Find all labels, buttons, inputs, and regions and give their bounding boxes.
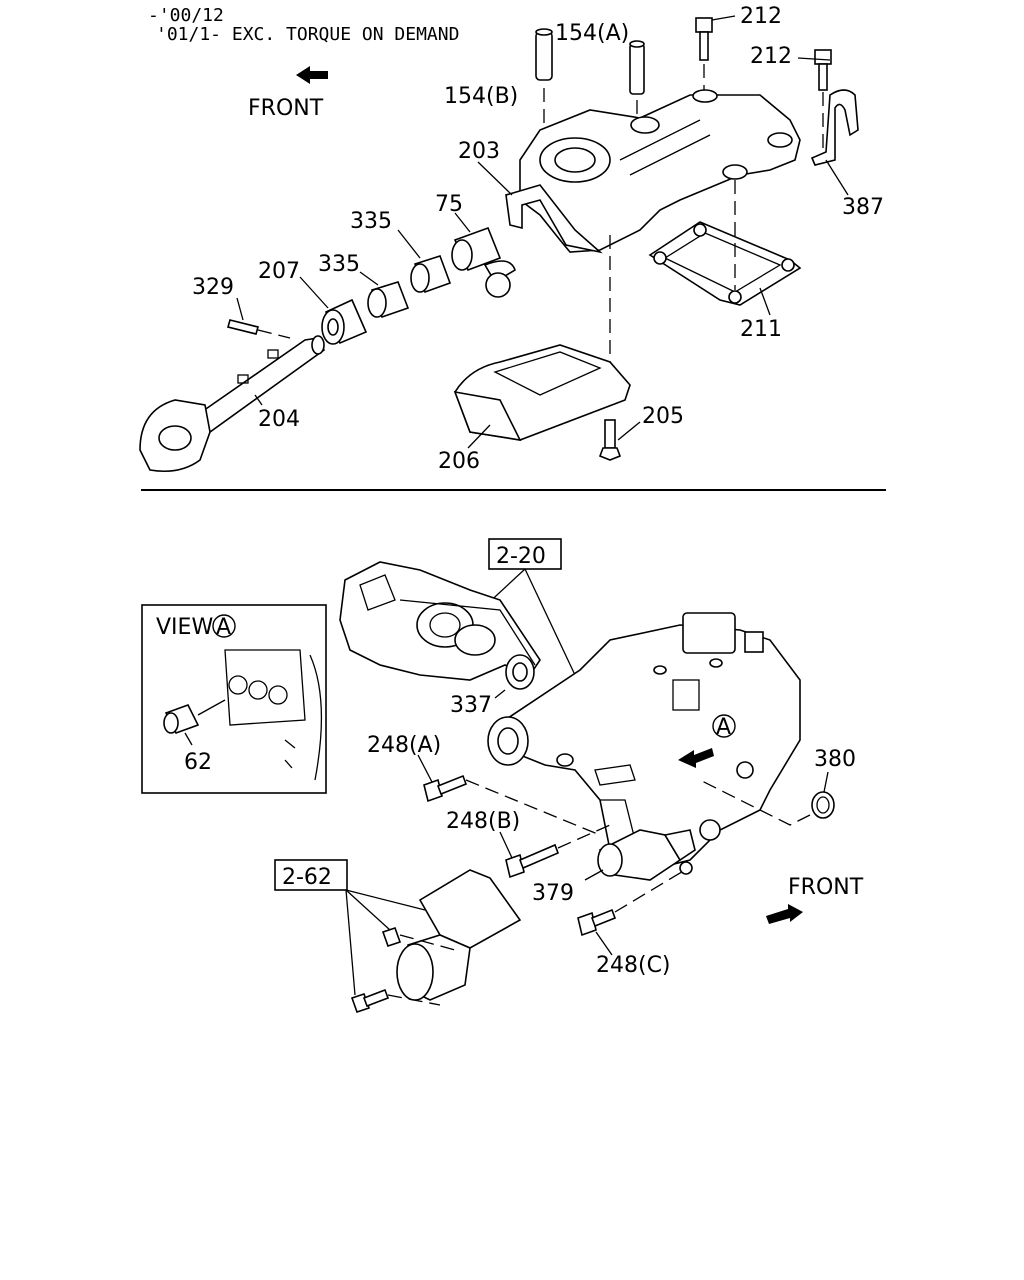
view-label: VIEW xyxy=(156,615,213,640)
label-62: 62 xyxy=(184,750,212,775)
bolt-248a xyxy=(423,774,468,803)
label-75: 75 xyxy=(435,192,463,217)
oring-380 xyxy=(811,791,835,819)
tray-206 xyxy=(453,344,631,442)
view-circle-letter: A xyxy=(216,615,231,640)
front-arrow-icon xyxy=(296,66,328,84)
sleeve-335-right xyxy=(410,255,452,294)
label-335-lower: 335 xyxy=(318,252,360,277)
seal-337 xyxy=(505,654,535,690)
marker-a-icon xyxy=(712,714,736,738)
bushing-75 xyxy=(451,226,516,298)
bolt-248c xyxy=(577,908,617,937)
front-arrow-inner-icon xyxy=(678,748,714,768)
bolt-205 xyxy=(598,419,622,461)
label-248c: 248(C) xyxy=(596,953,671,978)
bracket-387 xyxy=(810,89,859,166)
header-line-2: '01/1- EXC. TORQUE ON DEMAND xyxy=(156,24,459,45)
label-211: 211 xyxy=(740,317,782,342)
label-329: 329 xyxy=(192,275,234,300)
pin-154b xyxy=(535,28,553,81)
label-335-upper: 335 xyxy=(350,209,392,234)
gasket-211 xyxy=(648,221,802,306)
view-a-inset xyxy=(141,604,327,794)
label-205: 205 xyxy=(642,404,684,429)
header-line-1: -'00/12 xyxy=(148,5,224,26)
label-337: 337 xyxy=(450,693,492,718)
sleeve-335-left xyxy=(367,281,410,319)
transfer-case-main xyxy=(487,612,801,871)
front-label-top: FRONT xyxy=(248,96,324,121)
bearing-207 xyxy=(321,298,368,345)
label-203: 203 xyxy=(458,139,500,164)
label-212-mid: 212 xyxy=(750,44,792,69)
label-154a: 154(A) xyxy=(555,21,629,46)
transmission-case xyxy=(339,561,541,681)
actuator-379 xyxy=(597,829,696,881)
label-248a: 248(A) xyxy=(367,733,441,758)
label-212-top: 212 xyxy=(740,4,782,29)
marker-a-letter: A xyxy=(716,715,731,740)
pin-329 xyxy=(227,319,259,335)
label-207: 207 xyxy=(258,259,300,284)
cover-203 xyxy=(505,89,801,254)
bolt-212-right xyxy=(814,49,832,91)
label-380: 380 xyxy=(814,747,856,772)
front-arrow-bottom-icon xyxy=(766,904,803,924)
front-label-bottom: FRONT xyxy=(788,875,864,900)
bolt-212-left xyxy=(695,17,713,61)
label-379: 379 xyxy=(532,881,574,906)
label-248b: 248(B) xyxy=(446,809,520,834)
bolt-248b xyxy=(505,843,560,879)
ref-box-2-20-label: 2-20 xyxy=(496,544,546,569)
label-154b: 154(B) xyxy=(444,84,518,109)
view-circle-icon xyxy=(212,614,236,638)
label-206: 206 xyxy=(438,449,480,474)
motor-assembly-2-62 xyxy=(350,869,522,1014)
label-204: 204 xyxy=(258,407,300,432)
ref-box-2-20 xyxy=(488,538,562,570)
ref-box-2-62 xyxy=(274,859,348,891)
shaft-204 xyxy=(139,335,326,473)
pin-154a xyxy=(629,40,645,95)
label-387: 387 xyxy=(842,195,884,220)
ref-box-2-62-label: 2-62 xyxy=(282,865,332,890)
